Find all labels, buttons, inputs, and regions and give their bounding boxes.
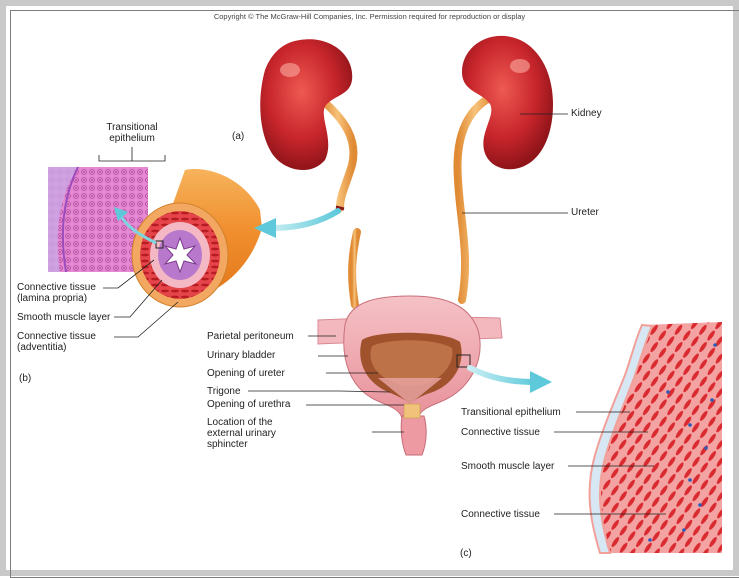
left-ureter-lower (348, 228, 361, 309)
left-ureter-upper (318, 96, 358, 212)
label-opening-of-ureter: Opening of ureter (207, 368, 285, 379)
urethra (400, 415, 427, 456)
label-adventitia-line1: Connective tissue (17, 331, 96, 342)
label-urinary-bladder: Urinary bladder (207, 350, 276, 361)
label-sphincter-line1: Location of the (207, 417, 273, 428)
copyright-notice: Copyright © The McGraw-Hill Companies, I… (213, 12, 526, 21)
label-transitional-line1: Transitional (106, 122, 158, 133)
label-transitional-epithelium-c: Transitional epithelium (461, 407, 561, 418)
right-ureter (453, 92, 497, 304)
left-ureter-cut-end (335, 205, 345, 211)
label-ureter: Ureter (571, 207, 599, 218)
trigone (378, 378, 442, 404)
panel-label-a: (a) (232, 131, 245, 142)
arrow-to-cross-section-head (254, 218, 276, 238)
label-kidney: Kidney (571, 108, 602, 119)
arrow-to-bladder-wall-head (530, 371, 552, 393)
leader-lines (98, 113, 666, 515)
arrow-to-bladder-wall (467, 365, 538, 385)
label-sphincter-line2: external urinary (207, 428, 276, 439)
label-parietal-peritoneum: Parietal peritoneum (207, 331, 294, 342)
label-smooth-muscle: Smooth muscle layer (17, 312, 111, 323)
panel-label-b: (b) (19, 373, 32, 384)
label-opening-of-urethra: Opening of urethra (207, 399, 291, 410)
label-transitional-line2: epithelium (109, 133, 155, 144)
label-lamina-line2: (lamina propria) (17, 293, 88, 304)
label-connective-tissue-bottom-c: Connective tissue (461, 509, 540, 520)
label-trigone: Trigone (207, 386, 241, 397)
label-connective-tissue-top-c: Connective tissue (461, 427, 540, 438)
label-lamina-line1: Connective tissue (17, 282, 96, 293)
arrow-to-cross-section (267, 208, 341, 231)
bladder-wall-section (589, 322, 722, 553)
bladder-wall-cells (648, 343, 717, 542)
label-adventitia-line2: (adventitia) (17, 342, 67, 353)
arrow-to-micrograph (118, 214, 157, 245)
right-kidney (462, 35, 553, 170)
bladder-wall-detail-box (456, 354, 471, 368)
label-smooth-muscle-layer-c: Smooth muscle layer (461, 461, 555, 472)
bladder-wall-epithelium (588, 323, 654, 554)
label-sphincter-line3: sphincter (207, 439, 248, 450)
ureter-lumen (163, 236, 198, 274)
cross-section-detail-box (155, 240, 164, 249)
left-kidney (260, 39, 353, 171)
panel-label-c: (c) (460, 548, 472, 559)
arrow-to-micrograph-head (114, 207, 128, 221)
